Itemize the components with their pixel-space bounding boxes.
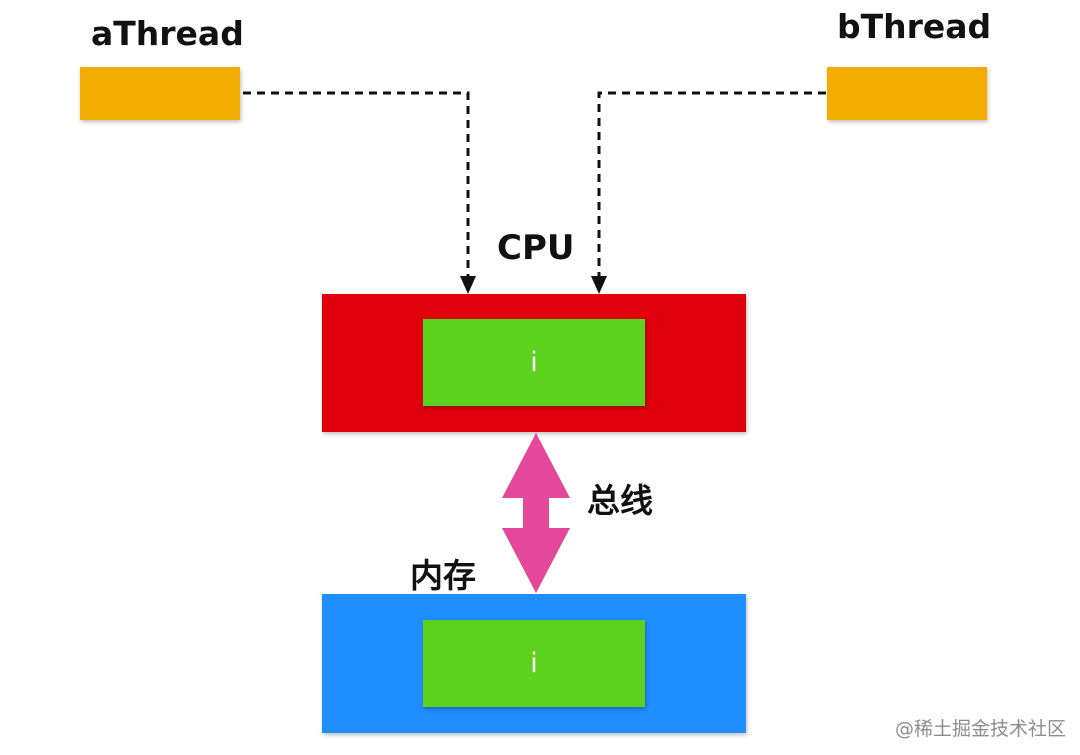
a-thread-label: aThread [91, 14, 244, 53]
memory-variable-box: i [423, 620, 645, 707]
bus-label: 总线 [587, 481, 653, 520]
watermark-text: @稀土掘金技术社区 [894, 718, 1066, 740]
b-thread-label: bThread [837, 7, 992, 46]
a-thread-box [80, 67, 240, 120]
b-thread-box [827, 67, 987, 120]
b-thread-arrowhead [591, 276, 607, 294]
memory-block: i [322, 594, 746, 733]
memory-label: 内存 [410, 556, 476, 595]
b-thread-connector [597, 91, 826, 278]
a-thread-connector [243, 91, 470, 278]
cpu-variable-box: i [423, 319, 645, 406]
bus-double-arrow [502, 433, 570, 593]
cpu-block: i [322, 294, 746, 432]
a-thread-arrowhead [460, 276, 476, 294]
cpu-label: CPU [497, 228, 575, 268]
